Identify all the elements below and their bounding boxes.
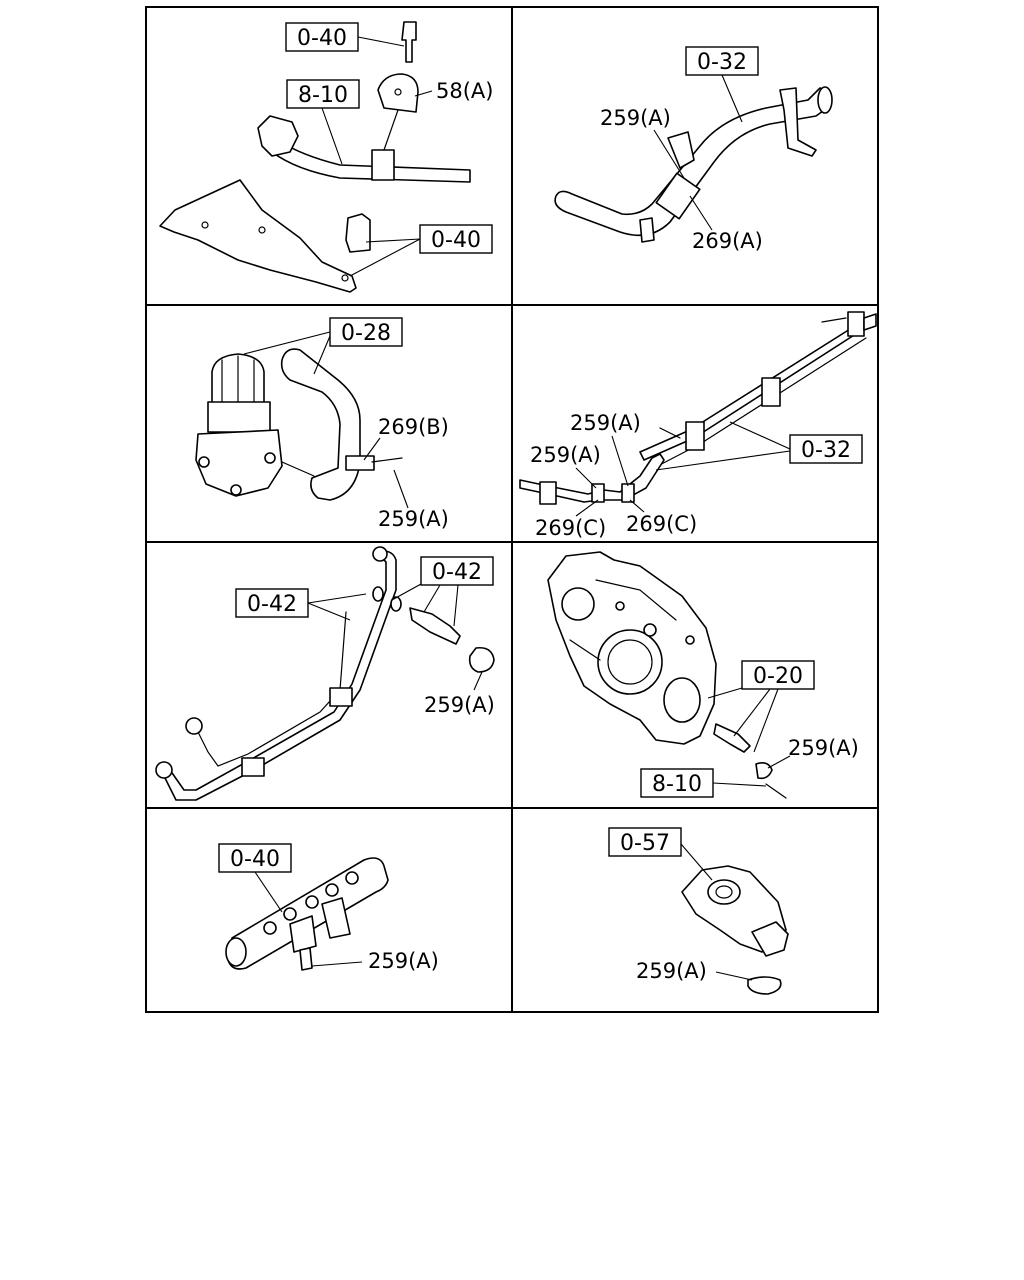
mounting-bracket [159,179,357,293]
hose-band [345,455,375,471]
banjo-bolt [409,607,461,645]
sensor-clip [755,762,773,780]
clamp [377,73,419,113]
callout-269c-left: 269(C) [535,516,606,540]
panel-5-injection-lines: 0-42 0-42 259(A) [155,546,495,801]
panel-4-fuel-pipes: 259(A) 0-32 259(A) 269(C) 269(C) [519,311,877,540]
callout-259a-clip: 259(A) [788,736,859,760]
panel-2-water-pipe: 0-32 259(A) 269(A) [554,46,833,253]
lower-clip [345,213,371,253]
rail-sensor-a [289,915,317,953]
callout-58a-clamp: 58(A) [436,79,493,103]
callout-269a-pipe: 269(A) [692,229,763,253]
harness-connector [257,115,299,157]
callout-0-28-filter: 0-28 [341,321,391,346]
rail-sensor-b [321,897,351,939]
callout-259a-clamp: 259(A) [424,693,495,717]
callout-0-57-housing: 0-57 [620,831,670,856]
callout-259a-housing: 259(A) [636,959,707,983]
callout-269c-right: 269(C) [626,512,697,536]
callout-259a-lower: 259(A) [530,443,601,467]
fuel-hose [280,348,361,501]
callout-259a-rail: 259(A) [368,949,439,973]
panel-7-fuel-rail: 0-40 259(A) [218,843,439,973]
small-bracket [667,131,695,169]
sensor-fitting [713,723,751,753]
hose-clamp-ring [468,646,495,673]
callout-8-10-sensor: 8-10 [652,772,702,797]
callout-0-32-pipes: 0-32 [801,438,851,463]
callout-0-42-lines: 0-42 [247,592,297,617]
panel-1-harness-bracket: 0-40 8-10 58(A) 0-40 [159,21,493,293]
rail-plug [299,947,313,971]
pipe-bracket [779,87,817,157]
panel-8-thermostat-housing: 0-57 259(A) [608,827,789,995]
hose-joint [655,172,701,220]
callout-0-42-fitting: 0-42 [432,560,482,585]
panel-grid [145,6,879,1013]
callout-0-40-bolt: 0-40 [297,26,347,51]
panel-6-flywheel-housing: 0-20 259(A) 8-10 [547,551,859,799]
bolt [401,21,417,63]
panel-3-filter-hose: 0-28 269(B) 259(A) [195,317,449,531]
filter-head [195,429,283,497]
callout-0-40-rail: 0-40 [230,847,280,872]
callout-259a-upper: 259(A) [570,411,641,435]
fuel-rail [227,857,389,970]
lower-tab [639,217,655,243]
callout-0-32-pipe: 0-32 [697,50,747,75]
callout-0-40-bracket: 0-40 [431,228,481,253]
callout-269b-hose: 269(B) [378,415,449,439]
housing-outlet [751,921,789,957]
callout-0-20-housing: 0-20 [753,664,803,689]
callout-259a-hose: 259(A) [378,507,449,531]
callout-259a-pipe: 259(A) [600,106,671,130]
housing-clamp-ring [747,976,782,995]
pipe-clip [371,149,395,181]
callout-8-10-harness: 8-10 [298,83,348,108]
harness-pipe [271,139,471,183]
